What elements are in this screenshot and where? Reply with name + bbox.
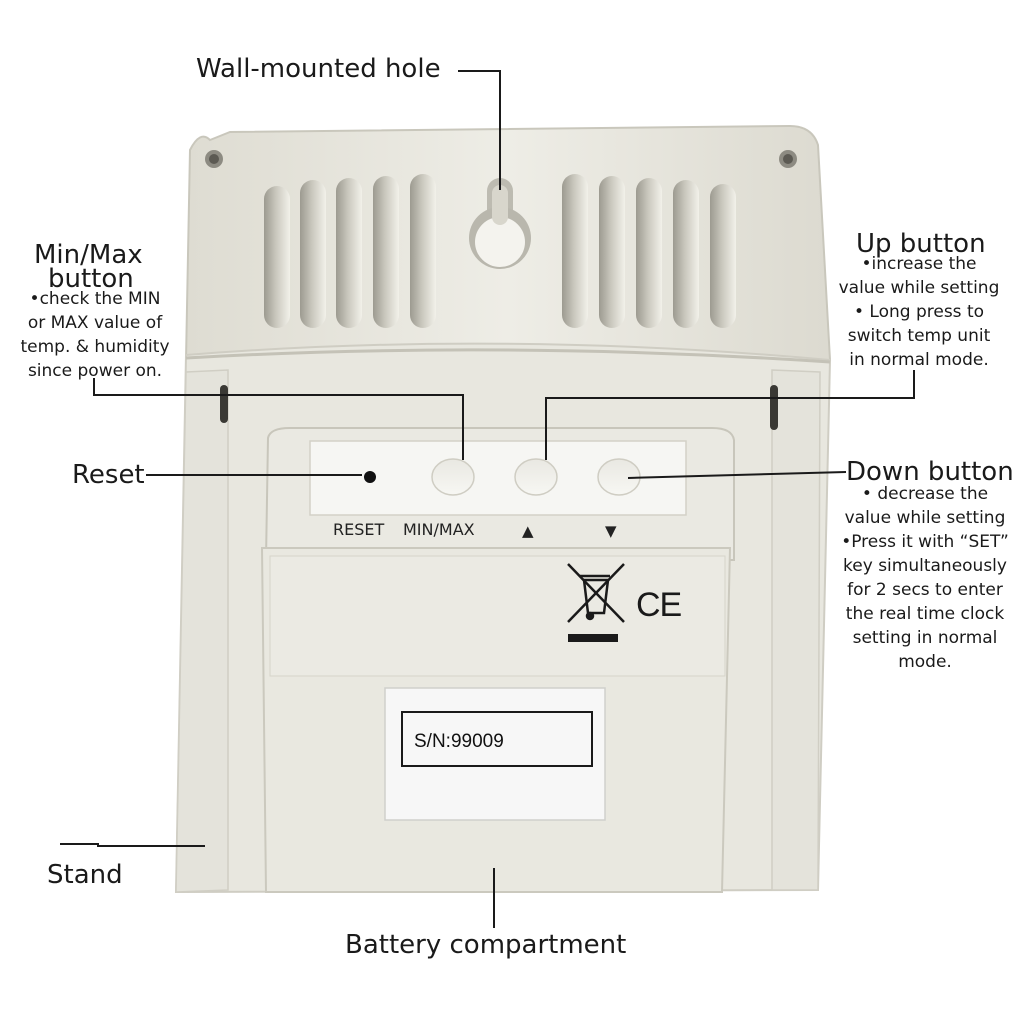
reset-label: Reset xyxy=(72,460,145,490)
battery-label: Battery compartment xyxy=(345,930,627,960)
down-note-line: the real time clock xyxy=(845,604,1005,624)
down-note-line: value while setting xyxy=(844,508,1006,528)
down-note-line: setting in normal xyxy=(852,628,998,648)
crossed-bin-icon xyxy=(567,563,625,642)
panel-minmax-text: MIN/MAX xyxy=(403,520,475,539)
down-note-line: key simultaneously xyxy=(843,556,1007,576)
leader-lines xyxy=(60,70,915,928)
minmax-note-line: temp. & humidity xyxy=(20,337,170,357)
up-button[interactable] xyxy=(514,458,558,496)
down-note-line: mode. xyxy=(898,652,952,672)
ce-mark: CE xyxy=(636,586,682,624)
serial-number: S/N:99009 xyxy=(414,731,504,752)
panel-reset-text: RESET xyxy=(333,520,385,539)
minmax-note-line: since power on. xyxy=(27,361,163,381)
up-title: Up button xyxy=(856,229,986,259)
down-title: Down button xyxy=(846,457,1014,487)
screw-icon xyxy=(205,150,223,168)
button-panel xyxy=(264,427,735,561)
screw-icon xyxy=(779,150,797,168)
up-note-line: switch temp unit xyxy=(847,326,991,346)
up-triangle-icon: ▲ xyxy=(522,522,534,540)
minmax-title-2: button xyxy=(48,264,134,294)
minmax-button[interactable] xyxy=(431,458,475,496)
minmax-note-line: or MAX value of xyxy=(27,313,163,333)
stand-label: Stand xyxy=(47,860,123,890)
down-triangle-icon: ▼ xyxy=(605,522,617,540)
up-note-line: in normal mode. xyxy=(849,350,989,370)
down-note-line: •Press it with “SET” xyxy=(841,532,1009,552)
device-head xyxy=(184,124,832,361)
up-note-line: •increase the xyxy=(861,254,977,274)
minmax-title: Min/Max xyxy=(34,240,143,270)
reset-pinhole[interactable] xyxy=(364,471,376,483)
up-note-line: value while setting xyxy=(838,278,1000,298)
down-notes: • decrease the value while setting •Pres… xyxy=(830,482,1020,674)
vent-slots xyxy=(264,174,736,328)
minmax-notes: •check the MIN or MAX value of temp. & h… xyxy=(10,287,180,383)
down-note-line: for 2 secs to enter xyxy=(847,580,1003,600)
wall-mount-keyhole xyxy=(469,178,531,269)
up-note-line: • Long press to xyxy=(853,302,985,322)
up-notes: •increase the value while setting • Long… xyxy=(826,252,1012,372)
wall-hole-label: Wall-mounted hole xyxy=(196,54,441,84)
down-note-line: • decrease the xyxy=(861,484,989,504)
minmax-note-line: •check the MIN xyxy=(29,289,161,309)
